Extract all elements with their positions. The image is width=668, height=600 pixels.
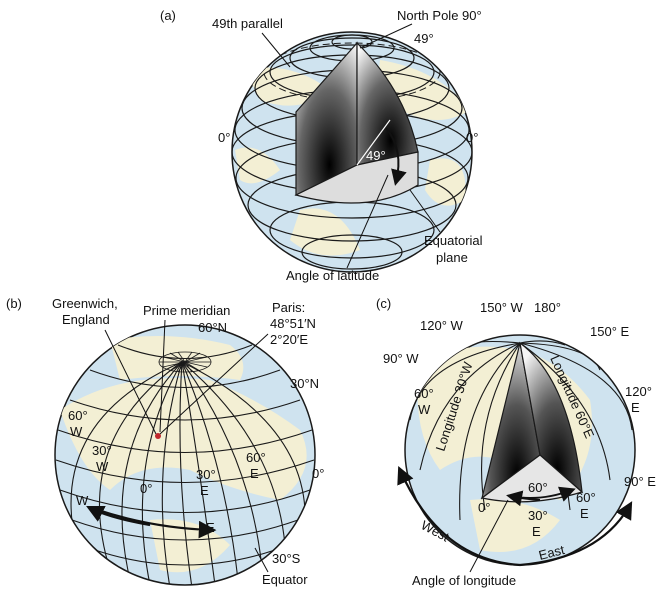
label-lat-60n: 60°N: [198, 320, 227, 335]
panel-c-globe: [397, 334, 636, 567]
label-c-0: 0°: [478, 500, 490, 515]
globe-b-parallels: [55, 344, 315, 566]
label-lat-30s: 30°S: [272, 551, 301, 566]
label-paris-2: 48°51′N: [270, 316, 316, 331]
label-c-120e-2: E: [631, 400, 640, 415]
label-b-30w-2: W: [96, 459, 109, 474]
label-c-90e: 90° E: [624, 474, 656, 489]
b-west-arrow: [86, 506, 151, 527]
angle-radius-line: [356, 119, 391, 166]
label-b-60e-1: 60°: [246, 450, 266, 465]
label-c-60e-2: E: [580, 506, 589, 521]
east-arrow: [519, 501, 633, 567]
equatorial-plane-face: [294, 151, 419, 204]
globe-b-meridians: [70, 361, 306, 585]
label-greenwich-1: Greenwich,: [52, 296, 118, 311]
paris-marker: [155, 433, 161, 439]
label-c-30e-1: 30°: [528, 508, 548, 523]
label-c-90w: 90° W: [383, 351, 419, 366]
label-north-pole: North Pole 90°: [397, 8, 482, 23]
angle-60-arrow-w: [506, 490, 541, 507]
panel-a-globe: [231, 31, 473, 273]
label-c-60w-1: 60°: [414, 386, 434, 401]
label-a-zero-right: 0°: [466, 130, 478, 145]
label-b-60w-2: W: [70, 424, 83, 439]
label-equatorial-2: plane: [436, 250, 468, 265]
label-b-60w-1: 60°: [68, 408, 88, 423]
panel-c-letter: (c): [376, 296, 391, 311]
west-arrow: [397, 465, 521, 567]
angle-49-arrow: [385, 127, 407, 186]
panel-b-labels: (b) Greenwich, England Prime meridian Pa…: [6, 296, 324, 587]
panel-b-globe: [54, 324, 316, 586]
label-angle-of-latitude: Angle of latitude: [286, 268, 379, 283]
label-east: East: [537, 542, 566, 563]
label-c-30e-2: E: [532, 524, 541, 539]
globe-b-land: [60, 378, 307, 500]
label-c-150w: 150° W: [480, 300, 524, 315]
label-dir-e: E: [206, 520, 215, 535]
panel-a-letter: (a): [160, 8, 176, 23]
label-c-60e-1: 60°: [576, 490, 596, 505]
label-dir-w: W: [76, 493, 89, 508]
label-b-60e-2: E: [250, 466, 259, 481]
label-49th-parallel: 49th parallel: [212, 16, 283, 31]
label-a-zero-left: 0°: [218, 130, 230, 145]
label-c-120e-1: 120°: [625, 384, 652, 399]
label-paris-3: 2°20′E: [270, 332, 308, 347]
label-c-150e: 150° E: [590, 324, 630, 339]
label-greenwich-2: England: [62, 312, 110, 327]
label-prime-meridian: Prime meridian: [143, 303, 230, 318]
label-b-0: 0°: [140, 481, 152, 496]
label-b-30e-1: 30°: [196, 467, 216, 482]
globe-b-pole-hub: [158, 351, 212, 373]
label-b-30w-1: 30°: [92, 443, 112, 458]
label-angle-60: 60°: [528, 480, 548, 495]
wedge-c-base: [480, 454, 584, 503]
panel-b-letter: (b): [6, 296, 22, 311]
panel-a-labels: (a) 49th parallel North Pole 90° 49° 0° …: [160, 8, 483, 283]
label-lat-30n: 30°N: [290, 376, 319, 391]
label-c-120w: 120° W: [420, 318, 464, 333]
parallel-49-dashed: [263, 42, 441, 102]
label-angle-of-longitude: Angle of longitude: [412, 573, 516, 588]
label-lat-49-top: 49°: [414, 31, 434, 46]
label-paris-1: Paris:: [272, 300, 305, 315]
label-b-right-0: 0°: [312, 466, 324, 481]
label-equatorial-1: Equatorial: [424, 233, 483, 248]
label-angle-49: 49°: [366, 148, 386, 163]
label-b-30e-2: E: [200, 483, 209, 498]
label-equator: Equator: [262, 572, 308, 587]
label-c-180: 180°: [534, 300, 561, 315]
label-c-60w-2: W: [418, 402, 431, 417]
